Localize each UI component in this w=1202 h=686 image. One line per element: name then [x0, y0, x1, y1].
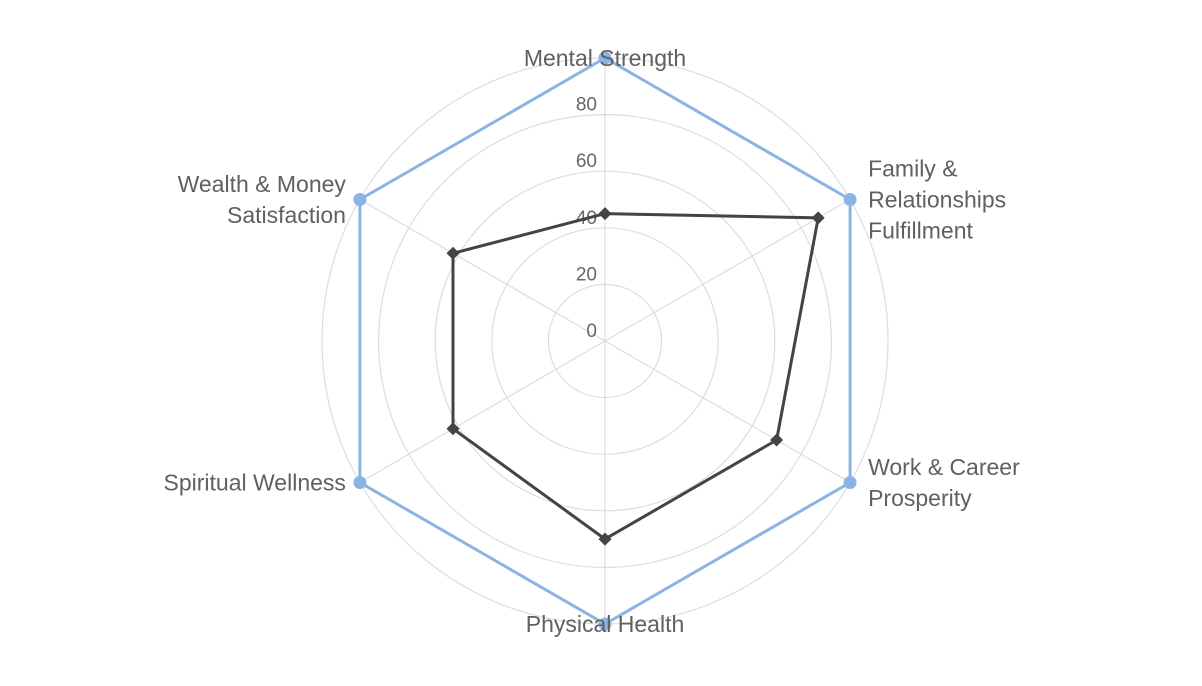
axis-label-2: Physical Health	[526, 611, 685, 637]
spoke-4	[359, 198, 606, 342]
axis-label-0: Relationships	[868, 187, 1006, 213]
axis-label-4: Satisfaction	[227, 202, 346, 228]
axis-label-1: Prosperity	[868, 485, 972, 511]
series-line-1	[451, 212, 821, 541]
series-0-point	[353, 476, 367, 489]
spoke-1	[604, 340, 851, 484]
series-0-point	[843, 193, 857, 206]
axis-label-1: Work & Career	[868, 454, 1020, 480]
radial-tick-label: 0	[586, 321, 597, 342]
axis-label-3: Spiritual Wellness	[164, 470, 346, 496]
series-1-point	[598, 532, 612, 546]
series-0-point	[598, 51, 612, 65]
series-1-point	[811, 211, 825, 225]
axis-label-5: Mental Strength	[524, 45, 686, 71]
axis-label-0: Fulfillment	[868, 218, 973, 244]
axis-label-4: Wealth & Money	[178, 171, 347, 197]
series-0-point	[598, 617, 612, 631]
series-1-point	[446, 246, 460, 260]
radial-tick-label: 60	[576, 151, 597, 172]
series-1-point	[770, 433, 784, 447]
radial-tick-label: 80	[576, 95, 597, 116]
spoke-0	[604, 198, 851, 342]
series-0-point	[353, 193, 367, 206]
radial-tick-label: 20	[576, 264, 597, 285]
series-1-point	[598, 207, 612, 221]
series-layer	[353, 51, 857, 631]
series-1-point	[446, 422, 460, 436]
series-0-point	[843, 476, 857, 489]
spoke-3	[359, 340, 606, 484]
axis-label-0: Family &	[868, 156, 957, 182]
